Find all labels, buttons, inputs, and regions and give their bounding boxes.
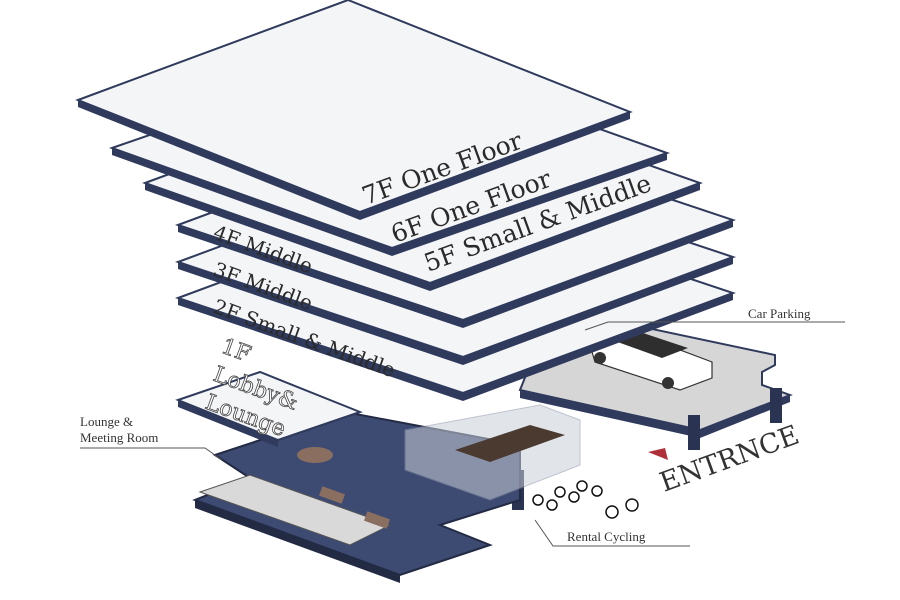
pillar bbox=[688, 415, 700, 450]
slab-1f bbox=[175, 370, 363, 447]
car bbox=[589, 332, 713, 391]
callout-lounge-line2: Meeting Room bbox=[80, 430, 158, 445]
callout-car-parking: Car Parking bbox=[748, 306, 811, 321]
slab-edge bbox=[78, 100, 630, 220]
rental-bikes bbox=[532, 480, 639, 519]
callout-lounge-line1: Lounge & bbox=[80, 414, 133, 429]
parking-slab-edge bbox=[520, 390, 790, 438]
leader-line bbox=[584, 321, 609, 331]
callout-rental-cycling: Rental Cycling bbox=[567, 529, 646, 544]
floor-label-1f-line1: 1F bbox=[218, 334, 254, 368]
meeting-table bbox=[455, 425, 565, 462]
entrance-marker-icon bbox=[648, 448, 668, 460]
table bbox=[364, 511, 390, 529]
slab-7f bbox=[75, 0, 633, 220]
leader-line bbox=[534, 519, 690, 547]
sofa bbox=[198, 474, 392, 546]
leader-line bbox=[80, 447, 223, 461]
table bbox=[319, 486, 345, 504]
pillar bbox=[770, 388, 782, 423]
round-table bbox=[297, 447, 333, 463]
lounge-slab-edge bbox=[195, 500, 400, 583]
